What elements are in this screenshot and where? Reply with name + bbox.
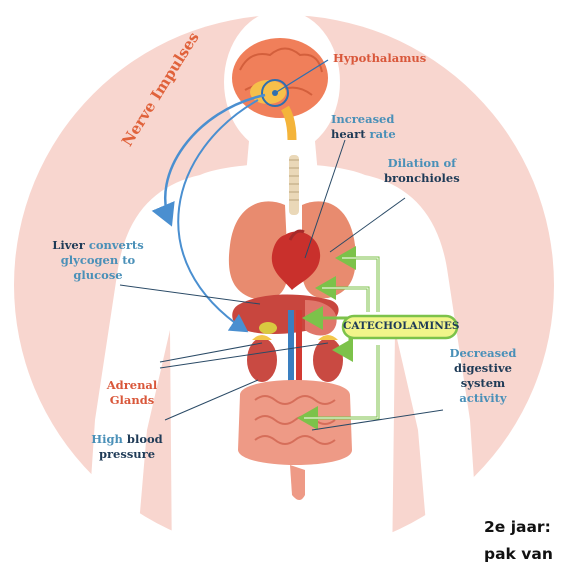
heart-rate-line1: Increased (331, 112, 396, 127)
gallbladder (259, 322, 277, 334)
liver-line3: glucose (52, 268, 144, 283)
trachea (289, 155, 299, 215)
heart-rate-word-heart: heart (331, 127, 366, 141)
digestive-line4: activity (442, 391, 524, 406)
adrenal-line2: Glands (101, 393, 163, 408)
heart-rate-label: Increased heart rate (331, 112, 396, 142)
liver-line2: glycogen to (52, 253, 144, 268)
bronchioles-line1: Dilation of (384, 156, 460, 171)
liver-label: Liver converts glycogen to glucose (52, 238, 144, 283)
footer-line1: 2e jaar: (484, 514, 569, 541)
liver-word-converts: converts (85, 238, 144, 252)
footer-caption: 2e jaar: pak van (484, 514, 569, 571)
bronchioles-line2: bronchioles (384, 171, 460, 186)
bp-line2: pressure (86, 447, 168, 462)
adrenal-glands-label: Adrenal Glands (101, 378, 163, 408)
digestive-line1: Decreased (442, 346, 524, 361)
footer-line2: pak van (484, 541, 569, 568)
digestive-line2: digestive (442, 361, 524, 376)
blood-pressure-label: High blood pressure (86, 432, 168, 462)
bp-word-blood: blood (123, 432, 163, 446)
digestive-line3: system (442, 376, 524, 391)
hypothalamus-label: Hypothalamus (333, 51, 426, 66)
heart-rate-word-rate: rate (366, 127, 396, 141)
liver-word-liver: Liver (52, 238, 85, 252)
adrenal-line1: Adrenal (101, 378, 163, 393)
bronchioles-label: Dilation of bronchioles (384, 156, 460, 186)
bp-word-high: High (91, 432, 123, 446)
catecholamines-label: CATECHOLAMINES (343, 319, 457, 334)
digestive-label: Decreased digestive system activity (442, 346, 524, 406)
